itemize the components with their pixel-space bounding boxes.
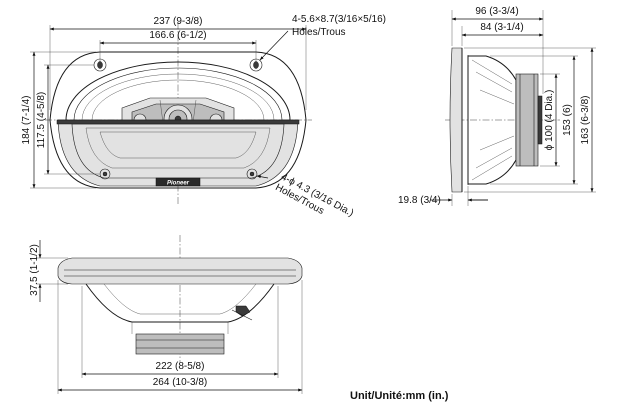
- grille-hole-bottom-right: [246, 168, 258, 180]
- unit-label: Unit/Unité:mm (in.): [350, 390, 449, 402]
- bottom-magnet: [135, 333, 225, 355]
- width-outer-label: 237 (9-3/8): [154, 16, 203, 27]
- grille-hole-bottom-left: [99, 168, 111, 180]
- mount-holes-label: 4-5.6×8.7(3/16×5/16): [292, 14, 386, 25]
- brand-logo-text: Pioneer: [167, 181, 190, 187]
- terminal-connector: [235, 305, 251, 317]
- bottom-width-inner-label: 222 (8-5/8): [156, 361, 205, 372]
- brand-logo: Pioneer: [155, 177, 201, 187]
- bottom-view: 37.5 (1-1/2) 222 (8-5/8) 264 (10-3/8): [29, 235, 303, 394]
- bottom-width-outer-label: 264 (10-3/8): [153, 377, 207, 388]
- grille-band: [56, 119, 300, 187]
- flange-thickness-label: 19.8 (3/4): [398, 195, 441, 206]
- front-view: Pioneer 237 (9-3/8) 166.6 (6-1/2) 4-5.6×…: [21, 14, 386, 219]
- front-frame-outline: [49, 51, 307, 189]
- side-height-outer-label: 163 (6-3/8): [580, 96, 591, 145]
- side-height-inner-label: 153 (6): [562, 104, 573, 136]
- bottom-height-label: 37.5 (1-1/2): [29, 244, 40, 296]
- magnet: [515, 73, 539, 167]
- height-inner-label: 117.5 (4-5/8): [36, 92, 47, 149]
- bottom-flange: [57, 257, 303, 285]
- height-outer-label: 184 (7-1/4): [21, 96, 32, 145]
- side-view: 96 (3-3/4) 84 (3-1/4) ϕ 100 (4 Dia.) 153…: [398, 6, 596, 206]
- mount-holes-sublabel: Holes/Trous: [292, 27, 346, 38]
- magnet-diameter-label: ϕ 100 (4 Dia.): [544, 90, 555, 151]
- width-inner-label: 166.6 (6-1/2): [149, 30, 206, 41]
- depth-total-label: 96 (3-3/4): [475, 6, 518, 17]
- depth-mount-label: 84 (3-1/4): [480, 22, 523, 33]
- bottom-basket-outline: [85, 283, 275, 323]
